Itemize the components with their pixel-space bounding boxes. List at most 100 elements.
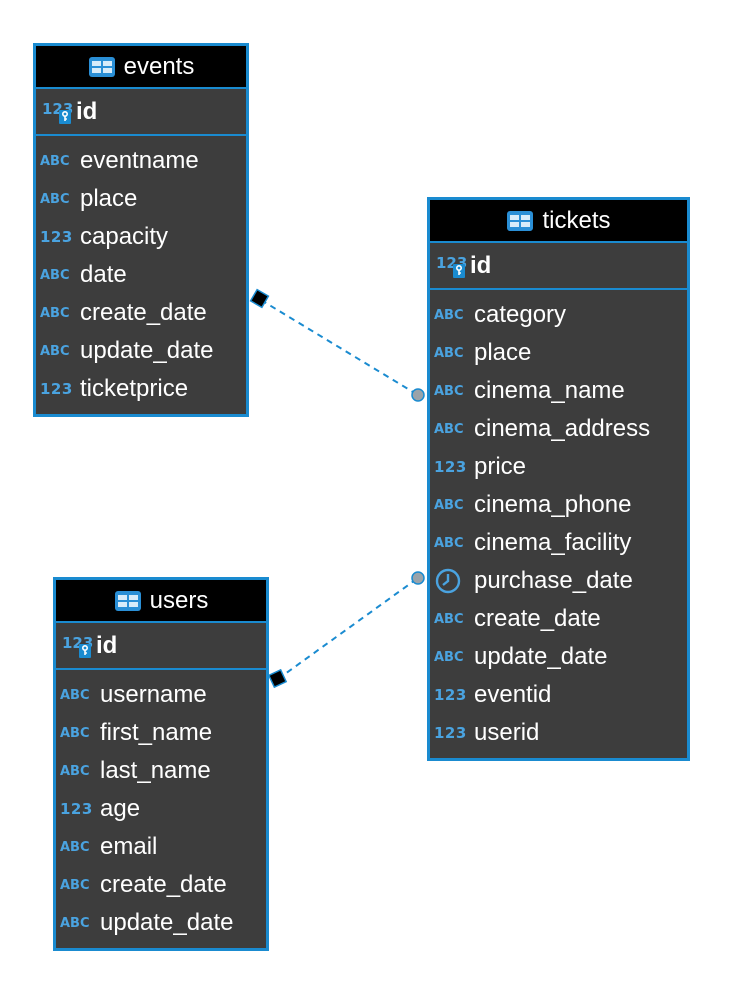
text-type-icon: ABC bbox=[40, 343, 70, 359]
clock-icon bbox=[434, 567, 468, 595]
entity-header: tickets bbox=[430, 200, 687, 243]
table-icon bbox=[114, 590, 141, 611]
column-row-cinema-phone[interactable]: ABC cinema_phone bbox=[430, 486, 687, 524]
column-row-eventname[interactable]: ABC eventname bbox=[36, 142, 246, 180]
column-name: date bbox=[80, 261, 127, 288]
column-row-capacity[interactable]: 123 capacity bbox=[36, 218, 246, 256]
primary-key-name: id bbox=[470, 251, 492, 279]
text-type-icon: ABC bbox=[434, 345, 464, 361]
column-name: userid bbox=[474, 719, 540, 746]
column-row-ticketprice[interactable]: 123 ticketprice bbox=[36, 370, 246, 408]
text-type-icon: ABC bbox=[434, 649, 464, 665]
text-type-icon: ABC bbox=[60, 763, 90, 779]
column-name: eventname bbox=[80, 147, 199, 174]
column-name: purchase_date bbox=[474, 567, 633, 594]
column-name: price bbox=[474, 453, 527, 480]
numeric-type-icon: 123 bbox=[40, 380, 73, 398]
key-icon: 123 bbox=[40, 98, 74, 126]
primary-key-name: id bbox=[96, 631, 118, 659]
column-row-first-name[interactable]: ABC first_name bbox=[56, 714, 266, 752]
column-row-userid[interactable]: 123 userid bbox=[430, 714, 687, 752]
numeric-type-icon: 123 bbox=[434, 458, 467, 476]
column-row-date[interactable]: ABC date bbox=[36, 256, 246, 294]
column-row-create-date[interactable]: ABC create_date bbox=[430, 600, 687, 638]
column-name: create_date bbox=[474, 605, 601, 632]
column-name: update_date bbox=[474, 643, 608, 670]
column-row-purchase-date[interactable]: purchase_date bbox=[430, 562, 687, 600]
column-row-age[interactable]: 123 age bbox=[56, 790, 266, 828]
column-row-update-date[interactable]: ABC update_date bbox=[430, 638, 687, 676]
column-name: cinema_phone bbox=[474, 491, 632, 518]
column-row-create-date[interactable]: ABC create_date bbox=[56, 866, 266, 904]
relationship-tickets-events[interactable] bbox=[249, 288, 425, 402]
primary-key-row[interactable]: 123 id bbox=[430, 243, 687, 290]
numeric-type-icon: 123 bbox=[434, 724, 467, 742]
column-name: age bbox=[100, 795, 141, 822]
connector-end-circle bbox=[411, 571, 425, 585]
text-type-icon: ABC bbox=[60, 839, 90, 855]
column-row-update-date[interactable]: ABC update_date bbox=[36, 332, 246, 370]
column-name: create_date bbox=[80, 299, 207, 326]
column-name: last_name bbox=[100, 757, 211, 784]
text-type-icon: ABC bbox=[60, 725, 90, 741]
text-type-icon: ABC bbox=[434, 497, 464, 513]
entity-title: users bbox=[149, 586, 209, 614]
entity-header: users bbox=[56, 580, 266, 623]
column-name: capacity bbox=[80, 223, 169, 250]
relationship-tickets-users[interactable] bbox=[267, 571, 425, 689]
text-type-icon: ABC bbox=[434, 383, 464, 399]
column-name: cinema_address bbox=[474, 415, 651, 442]
table-icon bbox=[88, 56, 115, 77]
column-name: update_date bbox=[100, 909, 234, 936]
column-row-place[interactable]: ABC place bbox=[430, 334, 687, 372]
column-row-price[interactable]: 123 price bbox=[430, 448, 687, 486]
text-type-icon: ABC bbox=[60, 877, 90, 893]
connector-end-diamond bbox=[267, 668, 288, 689]
column-name: first_name bbox=[100, 719, 213, 746]
column-name: create_date bbox=[100, 871, 227, 898]
numeric-type-icon: 123 bbox=[434, 686, 467, 704]
column-name: cinema_facility bbox=[474, 529, 632, 556]
entity-title: tickets bbox=[542, 206, 611, 234]
connector-end-diamond bbox=[249, 288, 270, 309]
numeric-type-icon: 123 bbox=[40, 228, 73, 246]
column-name: username bbox=[100, 681, 207, 708]
column-row-email[interactable]: ABC email bbox=[56, 828, 266, 866]
text-type-icon: ABC bbox=[434, 611, 464, 627]
column-row-place[interactable]: ABC place bbox=[36, 180, 246, 218]
primary-key-row[interactable]: 123 id bbox=[36, 89, 246, 136]
column-row-create-date[interactable]: ABC create_date bbox=[36, 294, 246, 332]
entity-title: events bbox=[123, 52, 195, 80]
primary-key-name: id bbox=[76, 97, 98, 125]
column-name: place bbox=[474, 339, 532, 366]
column-row-cinema-name[interactable]: ABC cinema_name bbox=[430, 372, 687, 410]
column-name: place bbox=[80, 185, 138, 212]
column-row-last-name[interactable]: ABC last_name bbox=[56, 752, 266, 790]
text-type-icon: ABC bbox=[40, 305, 70, 321]
text-type-icon: ABC bbox=[40, 191, 70, 207]
column-name: eventid bbox=[474, 681, 552, 708]
column-name: email bbox=[100, 833, 158, 860]
key-icon: 123 bbox=[434, 252, 468, 280]
numeric-type-icon: 123 bbox=[60, 800, 93, 818]
key-icon: 123 bbox=[60, 632, 94, 660]
column-name: update_date bbox=[80, 337, 214, 364]
text-type-icon: ABC bbox=[40, 267, 70, 283]
column-name: ticketprice bbox=[80, 375, 189, 402]
entity-header: events bbox=[36, 46, 246, 89]
column-name: cinema_name bbox=[474, 377, 625, 404]
text-type-icon: ABC bbox=[40, 153, 70, 169]
column-row-eventid[interactable]: 123 eventid bbox=[430, 676, 687, 714]
primary-key-row[interactable]: 123 id bbox=[56, 623, 266, 670]
